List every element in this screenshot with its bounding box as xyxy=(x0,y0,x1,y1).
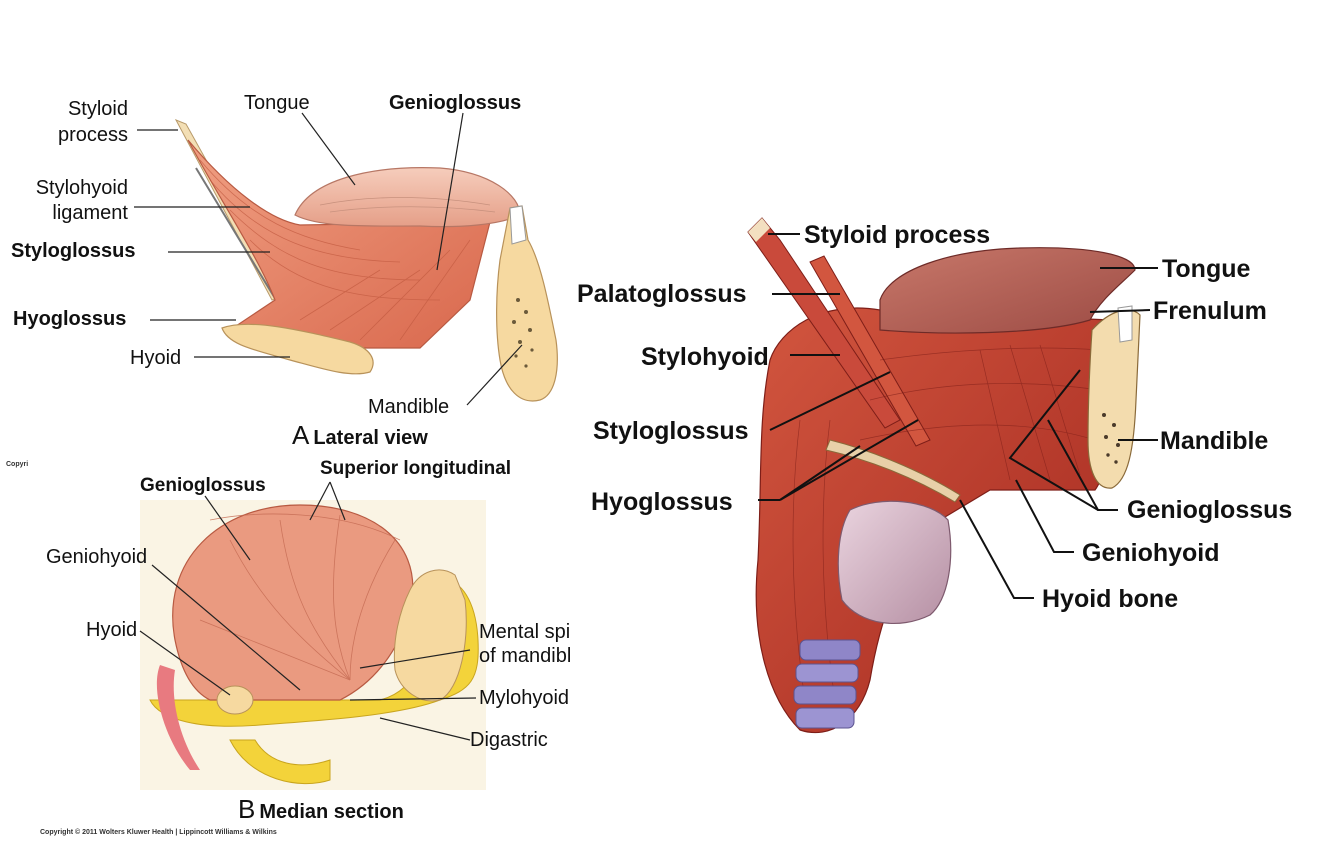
label-a-tongue: Tongue xyxy=(244,92,310,114)
caption-b-text: Median section xyxy=(259,801,404,823)
label-b-mylohyoid: Mylohyoid xyxy=(479,687,570,709)
panel-c-leader-lines xyxy=(758,233,1158,599)
copyright-small: Copyri xyxy=(6,461,29,468)
label-b-geniohyoid: Geniohyoid xyxy=(46,546,148,568)
label-a-styloglossus: Styloglossus xyxy=(11,240,136,262)
label-a-mandible: Mandible xyxy=(368,396,450,418)
copyright-notice: Copyright © 2011 Wolters Kluwer Health |… xyxy=(40,829,277,836)
label-c-styloglossus: Styloglossus xyxy=(593,417,749,445)
label-c-hyoglossus: Hyoglossus xyxy=(591,488,733,516)
label-a-hyoid: Hyoid xyxy=(130,347,182,369)
label-b-hyoid: Hyoid xyxy=(86,619,138,641)
panel-a-illustration xyxy=(174,119,558,402)
label-c-stylohyoid: Stylohyoid xyxy=(641,343,769,371)
label-c-frenulum: Frenulum xyxy=(1153,297,1267,325)
caption-b-letter: B xyxy=(238,794,256,824)
label-c-geniohyoid: Geniohyoid xyxy=(1082,539,1220,567)
caption-a-text: Lateral view xyxy=(313,427,428,449)
panel-a-leader-lines xyxy=(134,112,523,406)
label-b-digastric: Digastric xyxy=(470,729,548,751)
label-c-hyoid-bone: Hyoid bone xyxy=(1042,585,1179,613)
label-c-tongue: Tongue xyxy=(1162,255,1251,283)
label-a-stylohyoid-ligament: Stylohyoid ligament xyxy=(35,177,128,224)
label-a-genioglossus: Genioglossus xyxy=(389,92,522,114)
panel-c-illustration xyxy=(747,217,1141,734)
trachea xyxy=(793,639,861,729)
label-c-mandible: Mandible xyxy=(1160,427,1269,455)
label-a-hyoglossus: Hyoglossus xyxy=(13,308,127,330)
label-c-palatoglossus: Palatoglossus xyxy=(577,280,747,308)
panel-b-leader-lines xyxy=(139,481,477,741)
panel-b-illustration xyxy=(140,500,486,790)
label-b-superior-longitudinal: Superior longitudinal xyxy=(320,458,512,479)
caption-a-letter: A xyxy=(292,420,310,450)
label-c-genioglossus: Genioglossus xyxy=(1127,496,1293,524)
label-c-styloid-process: Styloid process xyxy=(804,221,991,249)
label-b-genioglossus: Genioglossus xyxy=(140,475,266,496)
label-a-styloid-process: Styloid process xyxy=(57,98,128,146)
label-b-mental-spine: Mental spi of mandibl xyxy=(479,621,572,667)
